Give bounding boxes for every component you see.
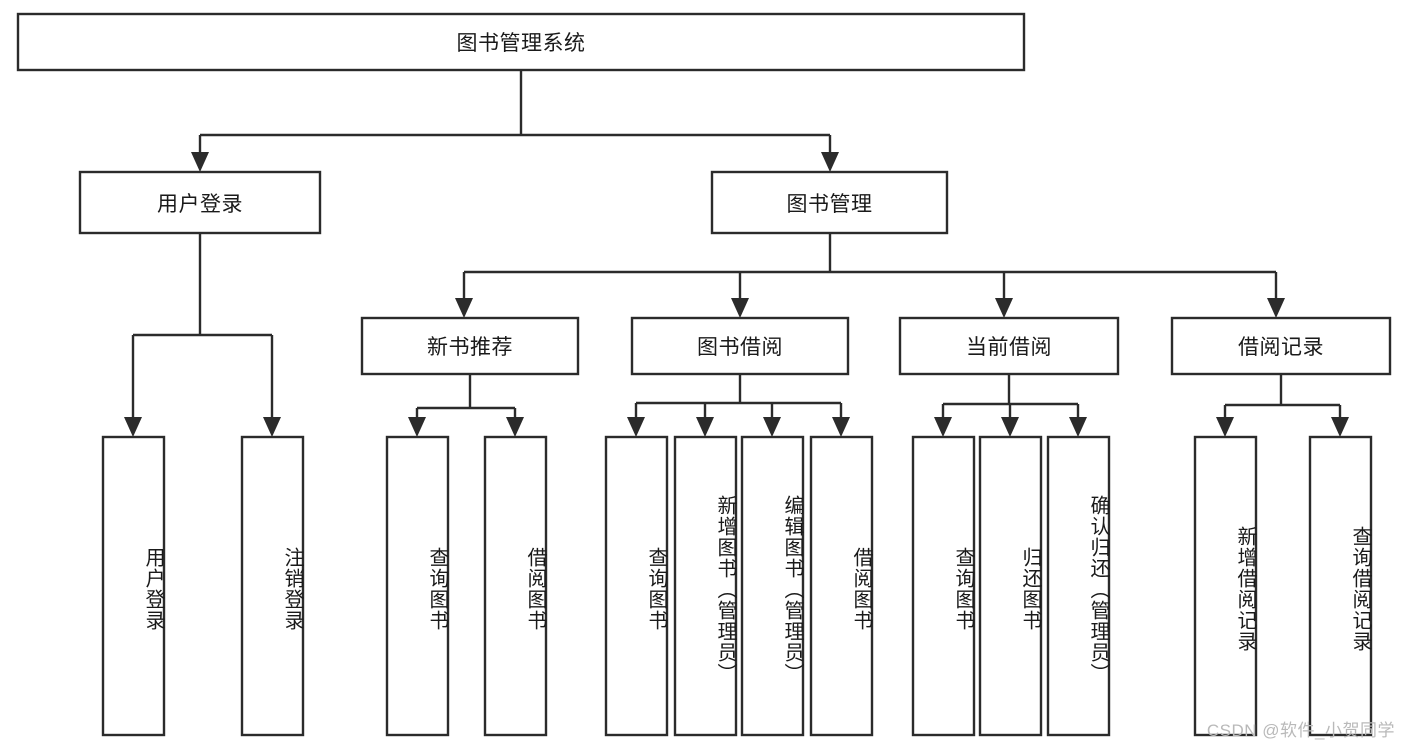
node-box-leaf-edit-book-admin[interactable] [740, 435, 805, 737]
node-box-current-borrow[interactable] [898, 316, 1120, 376]
node-box-book-management[interactable] [710, 170, 949, 235]
node-box-leaf-query-borrow-record[interactable] [1308, 435, 1373, 737]
arrow-head-icon [696, 417, 714, 437]
arrow-head-icon [821, 152, 839, 172]
arrow-head-icon [1216, 417, 1234, 437]
node-box-leaf-user-logout[interactable] [240, 435, 305, 737]
arrow-head-icon [763, 417, 781, 437]
node-box-leaf-query-book-recommend[interactable] [385, 435, 450, 737]
node-box-new-book-recommend[interactable] [360, 316, 580, 376]
arrow-head-icon [408, 417, 426, 437]
arrow-head-icon [832, 417, 850, 437]
node-box-user-login[interactable] [78, 170, 322, 235]
arrow-head-icon [1331, 417, 1349, 437]
arrow-head-icon [731, 298, 749, 318]
nodes-layer [16, 12, 1392, 737]
arrow-head-icon [934, 417, 952, 437]
arrow-head-icon [263, 417, 281, 437]
arrow-head-icon [1001, 417, 1019, 437]
node-box-leaf-borrow-book-recommend[interactable] [483, 435, 548, 737]
node-box-leaf-borrow-book[interactable] [809, 435, 874, 737]
node-box-book-borrow[interactable] [630, 316, 850, 376]
arrow-head-icon [124, 417, 142, 437]
node-box-leaf-user-login[interactable] [101, 435, 166, 737]
arrow-head-icon [455, 298, 473, 318]
node-box-root[interactable] [16, 12, 1026, 72]
node-box-borrow-record[interactable] [1170, 316, 1392, 376]
node-box-leaf-confirm-return-admin[interactable] [1046, 435, 1111, 737]
arrow-head-icon [1267, 298, 1285, 318]
watermark-text: CSDN @软件_小贺同学 [1206, 721, 1395, 740]
node-box-leaf-query-book-current[interactable] [911, 435, 976, 737]
arrow-head-icon [995, 298, 1013, 318]
arrow-head-icon [1069, 417, 1087, 437]
node-box-leaf-query-book-borrow[interactable] [604, 435, 669, 737]
node-box-leaf-return-book[interactable] [978, 435, 1043, 737]
edges-layer [124, 70, 1349, 437]
node-box-leaf-add-book-admin[interactable] [673, 435, 738, 737]
arrow-head-icon [506, 417, 524, 437]
arrow-head-icon [627, 417, 645, 437]
arrow-head-icon [191, 152, 209, 172]
node-box-leaf-add-borrow-record[interactable] [1193, 435, 1258, 737]
